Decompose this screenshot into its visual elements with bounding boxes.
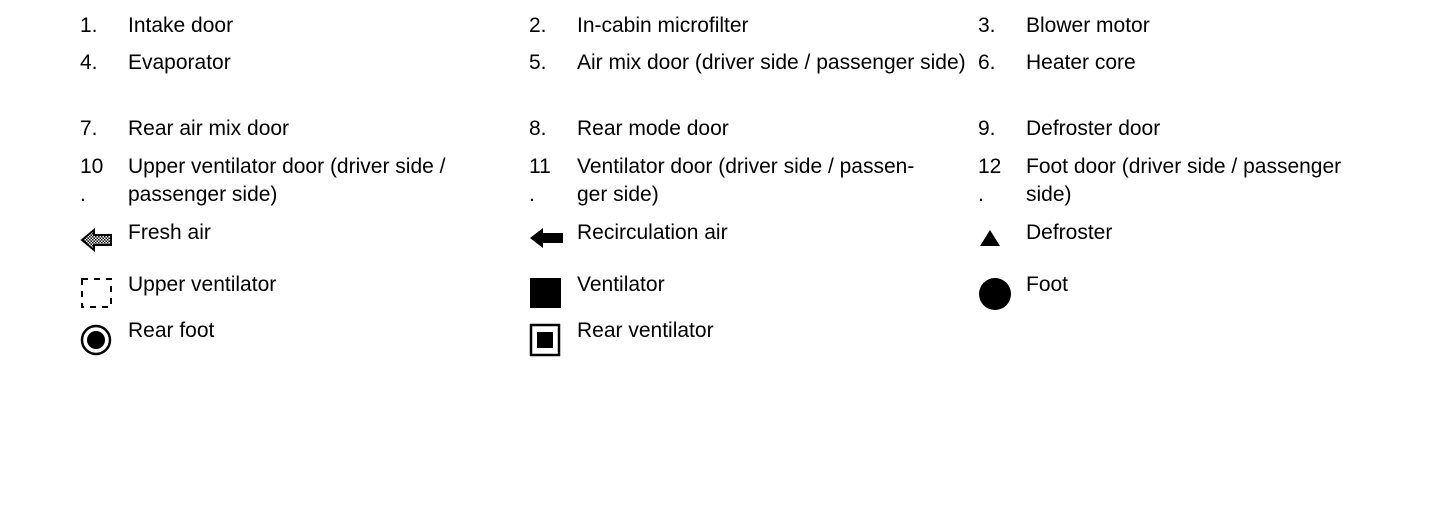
item-number: 11 . — [529, 153, 551, 209]
item-number-dot: . — [80, 183, 86, 206]
item-number: 5. — [529, 51, 547, 74]
item-number: 12 . — [978, 153, 1001, 209]
item-label-line-1: Ventilator door (driver side / passen- — [577, 155, 915, 178]
item-label: Evaporator — [128, 51, 231, 74]
circle-dot-icon — [80, 323, 114, 357]
item-label: Foot door (driver side / passenger side) — [1026, 153, 1416, 209]
item-label: Ventilator door (driver side / passen- g… — [577, 153, 967, 209]
item-label-line-1: Foot door (driver side / passenger — [1026, 155, 1342, 178]
item-number: 6. — [978, 51, 996, 74]
item-label: Air mix door (driver side / passenger si… — [577, 51, 966, 74]
symbol-label: Rear ventilator — [577, 319, 714, 342]
item-number-digits: 12 — [978, 155, 1002, 178]
item-label-line-2: ger side) — [577, 183, 659, 206]
item-number: 8. — [529, 117, 547, 140]
symbol-label: Foot — [1026, 273, 1069, 296]
item-number-digits: 11 — [529, 155, 551, 178]
item-number-dot: . — [529, 183, 535, 206]
item-label: Defroster door — [1026, 117, 1161, 140]
item-label: Rear air mix door — [128, 117, 290, 140]
item-number: 3. — [978, 14, 996, 37]
item-label: Intake door — [128, 14, 234, 37]
item-label: Rear mode door — [577, 117, 729, 140]
item-number: 10 . — [80, 153, 103, 209]
filled-circle-icon — [978, 277, 1014, 311]
item-label-line-1: Upper ventilator door (driver side / — [128, 155, 446, 178]
item-label: Heater core — [1026, 51, 1136, 74]
item-number: 2. — [529, 14, 547, 37]
symbol-label: Defroster — [1026, 221, 1113, 244]
recirculation-arrow-icon — [529, 226, 565, 250]
item-label: Upper ventilator door (driver side / pas… — [128, 153, 518, 209]
item-label-line-2: side) — [1026, 183, 1072, 206]
item-number: 4. — [80, 51, 98, 74]
symbol-label: Recirculation air — [577, 221, 728, 244]
filled-square-icon — [529, 277, 563, 309]
item-number-dot: . — [978, 183, 984, 206]
symbol-label: Upper ventilator — [128, 273, 277, 296]
symbol-label: Rear foot — [128, 319, 215, 342]
symbol-label: Ventilator — [577, 273, 665, 296]
item-number-digits: 10 — [80, 155, 104, 178]
item-label-line-2: passenger side) — [128, 183, 278, 206]
item-number: 9. — [978, 117, 996, 140]
item-label: In-cabin microfilter — [577, 14, 749, 37]
square-dot-icon — [529, 323, 563, 357]
symbol-label: Fresh air — [128, 221, 211, 244]
fresh-air-arrow-icon — [80, 227, 114, 253]
item-number: 7. — [80, 117, 98, 140]
triangle-icon — [978, 228, 1002, 248]
item-label: Blower motor — [1026, 14, 1150, 37]
item-number: 1. — [80, 14, 98, 37]
dashed-square-icon — [80, 277, 114, 309]
